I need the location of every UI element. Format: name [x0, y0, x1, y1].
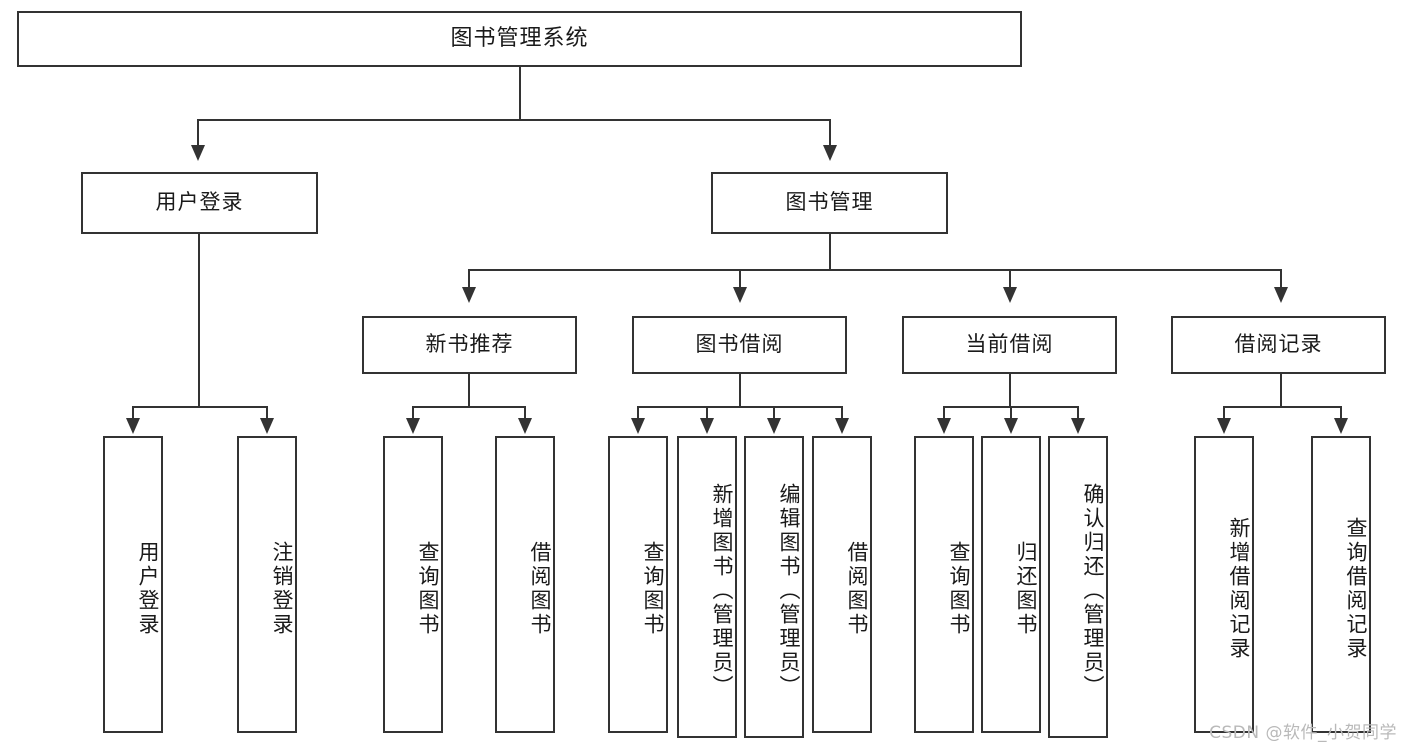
edge-drop-user-login — [197, 119, 199, 149]
edge-drop-new-book-recommend — [468, 269, 470, 289]
node-user-login[interactable]: 用户登录 — [81, 172, 318, 234]
edge-drop-query-book-1 — [412, 406, 414, 420]
arrowhead-leaf-user-login — [126, 418, 140, 434]
arrowhead-query-book-1 — [406, 418, 420, 434]
leaf-edit-book-admin[interactable]: 编辑图书（管理员） — [744, 436, 804, 738]
arrowhead-borrow-book-2 — [835, 418, 849, 434]
edge-new-book-recommend-bus — [412, 406, 526, 408]
arrowhead-query-record — [1334, 418, 1348, 434]
node-book-borrow[interactable]: 图书借阅 — [632, 316, 847, 374]
leaf-add-borrow-record[interactable]: 新增借阅记录 — [1194, 436, 1254, 733]
arrowhead-leaf-logout — [260, 418, 274, 434]
edge-borrow-record-bus — [1223, 406, 1341, 408]
leaf-logout[interactable]: 注销登录 — [237, 436, 297, 733]
edge-drop-book-borrow — [739, 269, 741, 289]
node-book-manage[interactable]: 图书管理 — [711, 172, 948, 234]
edge-user-login-bus — [132, 406, 266, 408]
edge-borrow-record-trunk — [1280, 374, 1282, 408]
arrowhead-edit-book — [767, 418, 781, 434]
edge-drop-book-manage — [829, 119, 831, 149]
edge-root-bus — [197, 119, 831, 121]
node-current-borrow[interactable]: 当前借阅 — [902, 316, 1117, 374]
leaf-query-book-new-recommend[interactable]: 查询图书 — [383, 436, 443, 733]
node-root-book-management-system[interactable]: 图书管理系统 — [17, 11, 1022, 67]
edge-drop-edit-book — [773, 406, 775, 420]
arrowhead-current-borrow — [1003, 287, 1017, 303]
edge-root-trunk — [519, 67, 521, 119]
leaf-return-book[interactable]: 归还图书 — [981, 436, 1041, 733]
edge-drop-borrow-book-2 — [841, 406, 843, 420]
node-borrow-record[interactable]: 借阅记录 — [1171, 316, 1386, 374]
node-new-book-recommend[interactable]: 新书推荐 — [362, 316, 577, 374]
leaf-confirm-return-admin[interactable]: 确认归还（管理员） — [1048, 436, 1108, 738]
edge-drop-leaf-user-login — [132, 406, 134, 420]
edge-drop-current-borrow — [1009, 269, 1011, 289]
edge-drop-borrow-record — [1280, 269, 1282, 289]
arrowhead-query-book-2 — [631, 418, 645, 434]
edge-new-book-recommend-trunk — [468, 374, 470, 408]
edge-drop-query-book-2 — [637, 406, 639, 420]
edge-current-borrow-trunk — [1009, 374, 1011, 408]
edge-drop-add-book — [706, 406, 708, 420]
arrowhead-return-book — [1004, 418, 1018, 434]
edge-book-manage-bus — [468, 269, 1282, 271]
leaf-add-book-admin[interactable]: 新增图书（管理员） — [677, 436, 737, 738]
arrowhead-borrow-record — [1274, 287, 1288, 303]
arrowhead-confirm-return — [1071, 418, 1085, 434]
edge-book-borrow-trunk — [739, 374, 741, 408]
csdn-watermark: CSDN @软件_小贺同学 — [1209, 723, 1397, 743]
edge-drop-add-record — [1223, 406, 1225, 420]
arrowhead-user-login — [191, 145, 205, 161]
edge-book-manage-trunk — [829, 234, 831, 271]
edge-drop-leaf-logout — [266, 406, 268, 420]
leaf-borrow-book-borrow[interactable]: 借阅图书 — [812, 436, 872, 733]
arrowhead-query-book-3 — [937, 418, 951, 434]
edge-book-borrow-bus — [637, 406, 843, 408]
arrowhead-borrow-book-1 — [518, 418, 532, 434]
leaf-user-login[interactable]: 用户登录 — [103, 436, 163, 733]
edge-drop-return-book — [1010, 406, 1012, 420]
leaf-query-book-current[interactable]: 查询图书 — [914, 436, 974, 733]
edge-user-login-trunk — [198, 234, 200, 408]
edge-drop-borrow-book-1 — [524, 406, 526, 420]
arrowhead-book-borrow — [733, 287, 747, 303]
edge-drop-confirm-return — [1077, 406, 1079, 420]
edge-drop-query-record — [1340, 406, 1342, 420]
arrowhead-add-record — [1217, 418, 1231, 434]
leaf-borrow-book-new-recommend[interactable]: 借阅图书 — [495, 436, 555, 733]
arrowhead-new-book-recommend — [462, 287, 476, 303]
leaf-query-borrow-record[interactable]: 查询借阅记录 — [1311, 436, 1371, 733]
edge-drop-query-book-3 — [943, 406, 945, 420]
arrowhead-add-book — [700, 418, 714, 434]
leaf-query-book-borrow[interactable]: 查询图书 — [608, 436, 668, 733]
arrowhead-book-manage — [823, 145, 837, 161]
